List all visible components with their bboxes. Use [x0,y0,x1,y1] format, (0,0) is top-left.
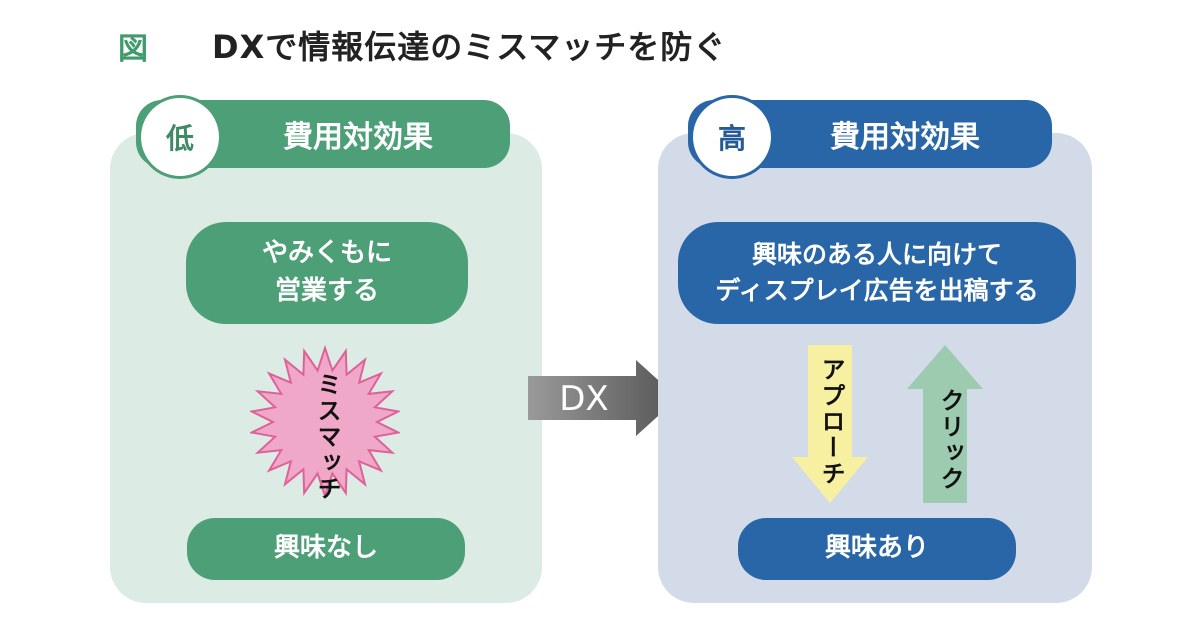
random-sales-line-1: やみくもに [261,238,392,269]
approach-arrow-shape [792,345,868,503]
click-arrow-shape [907,345,983,503]
approach-down-arrow-icon [792,345,868,503]
click-up-arrow-icon [907,345,983,503]
targeted-ad-box: 興味のある人に向けて ディスプレイ広告を出稿する [678,222,1076,324]
mismatch-burst-icon [250,345,400,500]
dx-arrow-label: DX [559,379,608,419]
interested-label: 興味あり [824,533,929,564]
no-interest-label: 興味なし [273,533,378,564]
click-label: クリック [936,388,964,492]
mismatch-label: ミスマッチ [313,372,341,502]
targeted-ad-line-2: ディスプレイ広告を出稿する [715,276,1039,305]
figure-label: 図 [118,32,148,67]
low-effectiveness-heading: 費用対効果 [283,120,433,155]
low-level-badge: 低 [138,95,222,179]
approach-label: アプローチ [817,357,845,487]
high-effectiveness-heading: 費用対効果 [830,120,980,155]
high-level-badge: 高 [690,95,774,179]
dx-arrow-icon: DX [528,360,678,436]
random-sales-box: やみくもに 営業する [186,222,468,324]
interested-box: 興味あり [738,518,1016,580]
targeted-ad-line-1: 興味のある人に向けて [751,239,1002,269]
dx-arrow-shape [528,360,678,436]
random-sales-line-2: 営業する [274,276,379,306]
mismatch-burst-shape [250,345,400,500]
no-interest-box: 興味なし [187,518,465,580]
figure-title: DXで情報伝達のミスマッチを防ぐ [212,28,727,66]
